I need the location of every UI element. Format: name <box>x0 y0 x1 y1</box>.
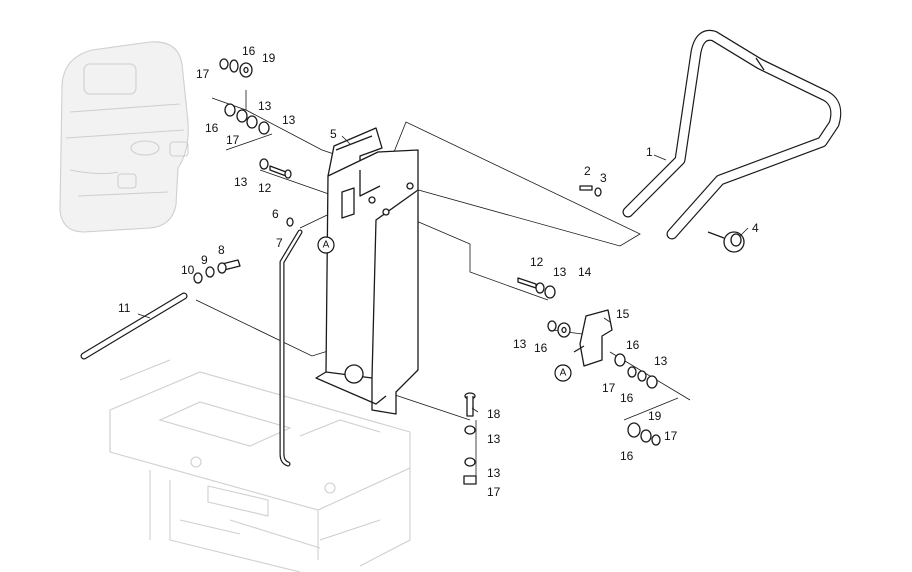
callout-14: 14 <box>578 265 592 279</box>
link-rod-7 <box>279 229 303 467</box>
svg-text:A: A <box>323 240 330 251</box>
callout-16-e: 16 <box>620 391 634 405</box>
rod-11 <box>80 292 188 360</box>
post-5 <box>315 127 419 415</box>
fasteners <box>193 58 745 485</box>
marker-a-upper: A <box>317 236 335 254</box>
callout-11: 11 <box>118 301 131 315</box>
ghost-chassis <box>109 359 411 572</box>
callout-13-d: 13 <box>553 265 567 279</box>
handle-1 <box>622 29 842 240</box>
callout-4: 4 <box>752 221 759 235</box>
callout-17-d: 17 <box>664 429 678 443</box>
callout-8: 8 <box>218 243 225 257</box>
callout-3: 3 <box>600 171 607 185</box>
callout-10: 10 <box>181 263 195 277</box>
callout-16-c: 16 <box>534 341 548 355</box>
callout-17-c: 17 <box>602 381 616 395</box>
callout-13-e: 13 <box>513 337 527 351</box>
callout-19-a: 19 <box>262 51 276 65</box>
callout-7: 7 <box>276 236 283 250</box>
callout-19-b: 19 <box>648 409 662 423</box>
callout-16-f: 16 <box>620 449 634 463</box>
callout-12-lower: 12 <box>530 255 544 269</box>
marker-a-lower: A <box>554 364 572 382</box>
callout-13-c: 13 <box>234 175 248 189</box>
plate-15 <box>573 309 613 367</box>
callout-17-e: 17 <box>487 485 501 499</box>
callout-2: 2 <box>584 164 591 178</box>
callout-13-a: 13 <box>258 99 272 113</box>
callout-16-d: 16 <box>626 338 640 352</box>
callout-6: 6 <box>272 207 279 221</box>
callout-17-a: 17 <box>196 67 210 81</box>
callout-1: 1 <box>646 145 653 159</box>
callout-12-upper: 12 <box>258 181 272 195</box>
callout-13-b: 13 <box>282 113 296 127</box>
callout-16-b: 16 <box>205 121 219 135</box>
callout-13-f: 13 <box>654 354 668 368</box>
callout-9: 9 <box>201 253 208 267</box>
ghost-engine <box>59 41 189 233</box>
callout-13-g: 13 <box>487 432 501 446</box>
callout-13-h: 13 <box>487 466 501 480</box>
callout-15: 15 <box>616 307 630 321</box>
callout-5: 5 <box>330 127 337 141</box>
callout-labels: 1 2 3 4 5 6 7 8 9 10 11 12 12 13 13 13 1… <box>118 44 759 499</box>
callout-17-b: 17 <box>226 133 240 147</box>
callout-ticks <box>137 135 749 413</box>
assembly-lines <box>195 90 691 480</box>
callout-18: 18 <box>487 407 501 421</box>
callout-16-a: 16 <box>242 44 256 58</box>
svg-text:A: A <box>560 368 567 379</box>
